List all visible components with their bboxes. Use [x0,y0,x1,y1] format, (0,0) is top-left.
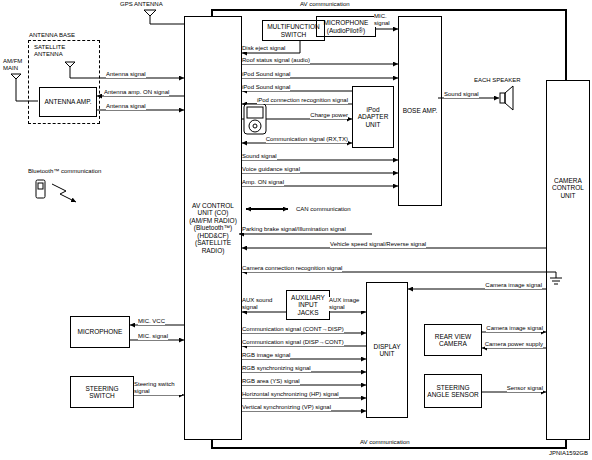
signal-line [212,10,566,80]
signal-label: MIC. signal [138,333,168,340]
parking-brake-wire [239,234,372,235]
signal-label: Horizontal synchronizing (HP) signal [242,391,339,398]
signal-label: Camera connection recognition signal [242,265,342,272]
signal-line [330,312,366,313]
amplifier-box: BOSE AMP. [398,16,442,206]
microphone-box: MICROPHONE (AudioPilot®) [316,16,376,37]
signal-line [376,29,398,30]
signal-label: Vehicle speed signal/Reverse signal [330,241,426,248]
microphone-box: MICROPHONE [70,316,130,348]
signal-label: Camera power supply [485,341,543,348]
signal-label: Antenna signal [106,71,146,78]
box-label: STEERING ANGLE SENSOR [425,384,481,399]
box-label: REAR VIEW CAMERA [425,333,481,348]
antenna-name: SATELLITE ANTENNA [34,44,80,58]
input-jack-box: AUXILIARY INPUT JACKS [286,290,330,320]
ipod-illustration [244,104,266,134]
signal-label: Disk eject signal [242,45,285,52]
signal-label: AUX image signal [329,297,365,311]
control-unit-box: AV CONTROL UNIT (CO) (AM/FM RADIO) (Blue… [184,16,242,440]
gps-antenna-symbol [144,10,184,24]
speaker-cone [505,86,513,110]
phone-symbol [36,180,45,198]
signal-label: iPod Sound signal [242,71,290,78]
wireless-symbol [52,184,76,202]
ground-symbol [546,272,562,284]
box-label: ANTENNA AMP. [42,98,93,105]
signal-label: Communication signal (DISP→CONT) [242,339,344,346]
signal-line [212,440,566,448]
signal-label: MIC. VCC [138,318,165,325]
signal-label: Sound signal [242,153,277,160]
legend-text: CAN communication [296,206,351,213]
signal-label: Roof status signal (audio) [242,57,310,64]
signal-label: Antenna signal [106,103,146,110]
group-heading: ANTENNA BASE [29,32,75,39]
signal-label: Vertical synchronizing (VP) signal [242,404,331,411]
box-label: MULTIFUNCTION SWITCH [263,23,324,38]
signal-label: Communication signal (CONT→DISP) [242,326,344,333]
signal-label: Parking brake signal/Illumination signal [242,226,346,233]
box-label: AV CONTROL UNIT (CO) (AM/FM RADIO) (Blue… [185,202,241,254]
signal-label: Charge power [310,112,348,119]
signal-label: RGB synchronizing signal [242,365,311,372]
box-label: CAMERA CONTROL UNIT [547,177,589,199]
control-unit-box: CAMERA CONTROL UNIT [546,80,590,440]
phone-screen [38,183,43,189]
speaker-symbol [500,93,505,103]
antenna-name: AM/FM MAIN [3,58,27,72]
signal-label: AV communication [300,1,350,8]
box-label: MICROPHONE [76,328,125,335]
signal-label: iPod connection recognition signal [257,97,348,104]
sensor-box: STEERING ANGLE SENSOR [424,374,482,408]
signal-label: Steering switch signal [134,381,182,395]
box-label: iPod ADAPTER UNIT [353,106,393,128]
signal-label: Sound signal [444,91,479,98]
signal-label: MIC. signal [374,13,398,27]
box-label: BOSE AMP. [401,107,440,114]
signal-label: Bluetooth™ communication [28,168,101,175]
signal-line [242,312,286,313]
signal-label: Camera image signal [485,282,542,289]
signal-label: Voice guidance signal [242,166,300,173]
signal-label: Amp. ON signal [242,179,284,186]
adapter-box: iPod ADAPTER UNIT [352,86,394,148]
signal-label: Communication signal (RX,TX) [266,136,348,143]
signal-label: Sensor signal [507,385,543,392]
am-fm-antenna-symbol [11,74,38,101]
signal-label: Antenna amp. ON signal [104,89,169,96]
figure-code: JPNIA1592GB [549,450,588,457]
signal-label: RGB area (YS) signal [242,378,300,385]
switch-box: STEERING SWITCH [70,376,134,408]
signal-line [242,41,300,53]
antenna-name: GPS ANTENNA [120,1,163,8]
box-label: DISPLAY UNIT [367,343,407,358]
signal-label: Camera image signal [486,325,543,332]
camera-box: REAR VIEW CAMERA [424,324,482,356]
display-box: DISPLAY UNIT [366,282,408,418]
box-label: STEERING SWITCH [71,385,133,400]
legend-item: CAN communication [242,205,351,213]
signal-label: RGB image signal [242,352,290,359]
satellite-antenna-symbol [65,62,100,78]
signal-label: AUX sound signal [242,297,282,311]
speaker-name: EACH SPEAKER [474,77,521,84]
legend-sample [242,205,292,213]
box-label: AUXILIARY INPUT JACKS [287,294,329,316]
box-label: MICROPHONE (AudioPilot®) [317,19,375,34]
signal-label: AV communication [360,439,410,446]
signal-label: iPod Sound signal [242,84,290,91]
unit-box: ANTENNA AMP. [39,87,97,117]
